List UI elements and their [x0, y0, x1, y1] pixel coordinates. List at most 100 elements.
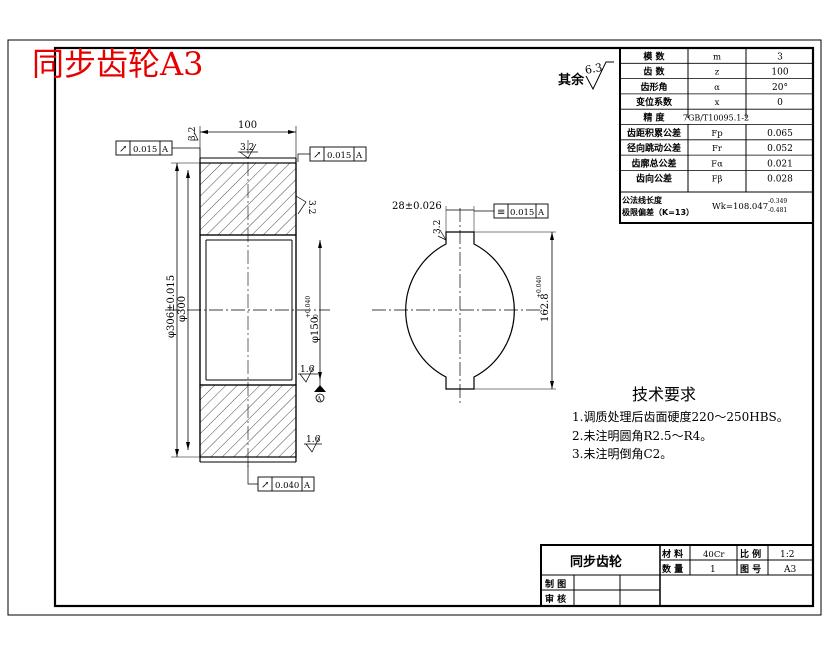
gear-parameter-table — [619, 47, 814, 224]
param-value: 0.065 — [767, 129, 793, 139]
tech-req-item: 1.调质处理后齿面硬度220～250HBS。 — [572, 409, 789, 424]
rough-top: 3.2 — [240, 143, 254, 153]
common-normal-value: Wk=108.047 — [712, 202, 768, 212]
sheet-value: A3 — [783, 565, 796, 575]
sheet-label: 图 号 — [740, 564, 761, 575]
datum-circle-icon — [315, 393, 325, 403]
common-normal-label-2: 极限偏差（K=13） — [622, 207, 694, 217]
tol-bottom-value: 0.040 — [275, 481, 299, 491]
param-name: 齿向公差 — [636, 173, 672, 185]
roughness-symbol-icon — [585, 61, 614, 91]
param-symbol: Fα — [711, 159, 723, 169]
tol-right-datum: A — [355, 151, 363, 161]
param-symbol: Fr — [712, 144, 723, 154]
symmetry-value: 0.015 — [510, 208, 534, 218]
tol-left-datum: A — [161, 145, 169, 155]
common-normal-label-1: 公法线长度 — [622, 195, 663, 205]
param-name: 齿距积累公差 — [627, 127, 681, 139]
param-span-value: 7GB/T10095.1-2 — [683, 114, 749, 123]
rough-top-left: 3.2 — [188, 127, 198, 141]
material-value: 40Cr — [703, 550, 725, 560]
tol-left-value: 0.015 — [133, 145, 157, 155]
qty-value: 1 — [710, 565, 716, 575]
scale-value: 1:2 — [780, 550, 794, 560]
overlay-title: 同步齿轮A3 — [32, 45, 203, 83]
tech-req-item: 2.未注明圆角R2.5～R4。 — [572, 428, 712, 443]
tech-req-item: 3.未注明倒角C2。 — [572, 446, 672, 461]
outer-diameter-dimension: φ306±0.015 — [166, 275, 177, 338]
checked-label: 审 核 — [545, 593, 566, 605]
roughness-symbol-icon — [437, 229, 447, 241]
tol-right-value: 0.015 — [327, 151, 351, 161]
technical-requirements: 技术要求 1.调质处理后齿面硬度220～250HBS。 2.未注明圆角R2.5～… — [572, 385, 789, 461]
roughness-symbol-icon — [298, 365, 318, 383]
scale-label: 比 例 — [740, 548, 761, 560]
common-normal-upper: -0.349 — [768, 198, 787, 205]
param-name: 齿廓总公差 — [631, 157, 676, 169]
finish-value: 6.3 — [584, 61, 603, 77]
param-name: 齿形角 — [640, 81, 667, 93]
symmetry-icon: ≡ — [497, 207, 505, 218]
roughness-symbol-icon — [295, 195, 307, 215]
part-name: 同步齿轮 — [570, 554, 622, 570]
param-name: 精 度 — [643, 112, 665, 124]
root-diameter-dimension: φ300 — [177, 296, 188, 322]
param-value: 0 — [777, 98, 783, 108]
param-value: 0.052 — [767, 144, 793, 154]
param-value: 20° — [772, 83, 788, 93]
material-label: 材 料 — [661, 548, 683, 560]
rough-right: 3.2 — [306, 200, 316, 214]
finish-prefix: 其余 — [558, 72, 585, 88]
param-symbol: x — [715, 98, 720, 108]
rough-bore: 1.6 — [300, 365, 315, 375]
bore-tol-upper: +0.040 — [305, 296, 312, 318]
keyway-width-dimension: 28±0.026 — [392, 201, 442, 212]
bore-depth-dimension: 162.8 — [540, 293, 551, 322]
width-dimension: 100 — [238, 120, 257, 131]
front-bore-view: 28±0.026 ≡ 0.015 A 3.2 162.8 +0.040 — [372, 201, 556, 405]
title-block: 同步齿轮 材 料 40Cr 比 例 1:2 数 量 1 图 号 A3 制 图 审… — [540, 544, 814, 607]
param-value: 0.021 — [767, 159, 793, 169]
runout-icon: ↗ — [119, 144, 127, 155]
param-name: 径向跳动公差 — [627, 142, 681, 154]
surface-finish-note: 其余 6.3 — [558, 61, 614, 91]
runout-tolerance-bottom: ↗ 0.040 A — [247, 462, 315, 492]
datum-triangle-icon — [314, 385, 326, 392]
rough-keyway: 3.2 — [433, 220, 443, 234]
runout-tolerance-left: ↗ 0.015 A — [115, 140, 201, 160]
param-value: 0.028 — [767, 175, 793, 185]
roughness-symbol-icon — [304, 435, 322, 453]
bore-tol-lower: 0 — [313, 314, 320, 318]
common-normal-lower: -0.481 — [768, 207, 787, 214]
bore-depth-tol: +0.040 — [536, 276, 543, 298]
param-symbol: Fp — [711, 129, 723, 139]
runout-icon: ↗ — [261, 480, 269, 491]
rough-bottom: 1.6 — [306, 435, 321, 445]
outer-border — [7, 39, 822, 616]
param-name: 变位系数 — [636, 96, 673, 108]
datum-label: A — [316, 396, 322, 403]
param-name: 齿 数 — [643, 66, 665, 78]
param-symbol: z — [715, 68, 720, 78]
param-symbol: α — [714, 83, 720, 93]
roughness-symbol-icon — [190, 131, 199, 141]
qty-label: 数 量 — [662, 563, 683, 575]
param-value: 100 — [771, 68, 788, 78]
inner-frame — [53, 46, 815, 608]
runout-icon: ↗ — [313, 150, 321, 161]
symmetry-datum: A — [537, 208, 545, 218]
runout-tolerance-right: ↗ 0.015 A — [297, 146, 367, 162]
symmetry-tolerance: ≡ 0.015 A — [474, 203, 549, 219]
tol-bottom-datum: A — [303, 481, 311, 491]
param-name: 模 数 — [643, 50, 665, 62]
param-value: 3 — [777, 52, 783, 62]
side-section-view: 100 3.2 3.2 3.2 ↗ 0.015 A ↗ 0.015 A — [115, 120, 367, 492]
drawn-label: 制 图 — [545, 578, 566, 590]
param-symbol: m — [713, 52, 721, 62]
tech-req-title: 技术要求 — [632, 385, 696, 404]
param-symbol: Fβ — [712, 175, 723, 185]
bore-diameter-dimension: φ150 — [310, 317, 321, 343]
common-normal-row: 公法线长度 极限偏差（K=13） Wk=108.047 -0.349 -0.48… — [622, 195, 787, 217]
roughness-symbol-icon — [238, 143, 258, 159]
